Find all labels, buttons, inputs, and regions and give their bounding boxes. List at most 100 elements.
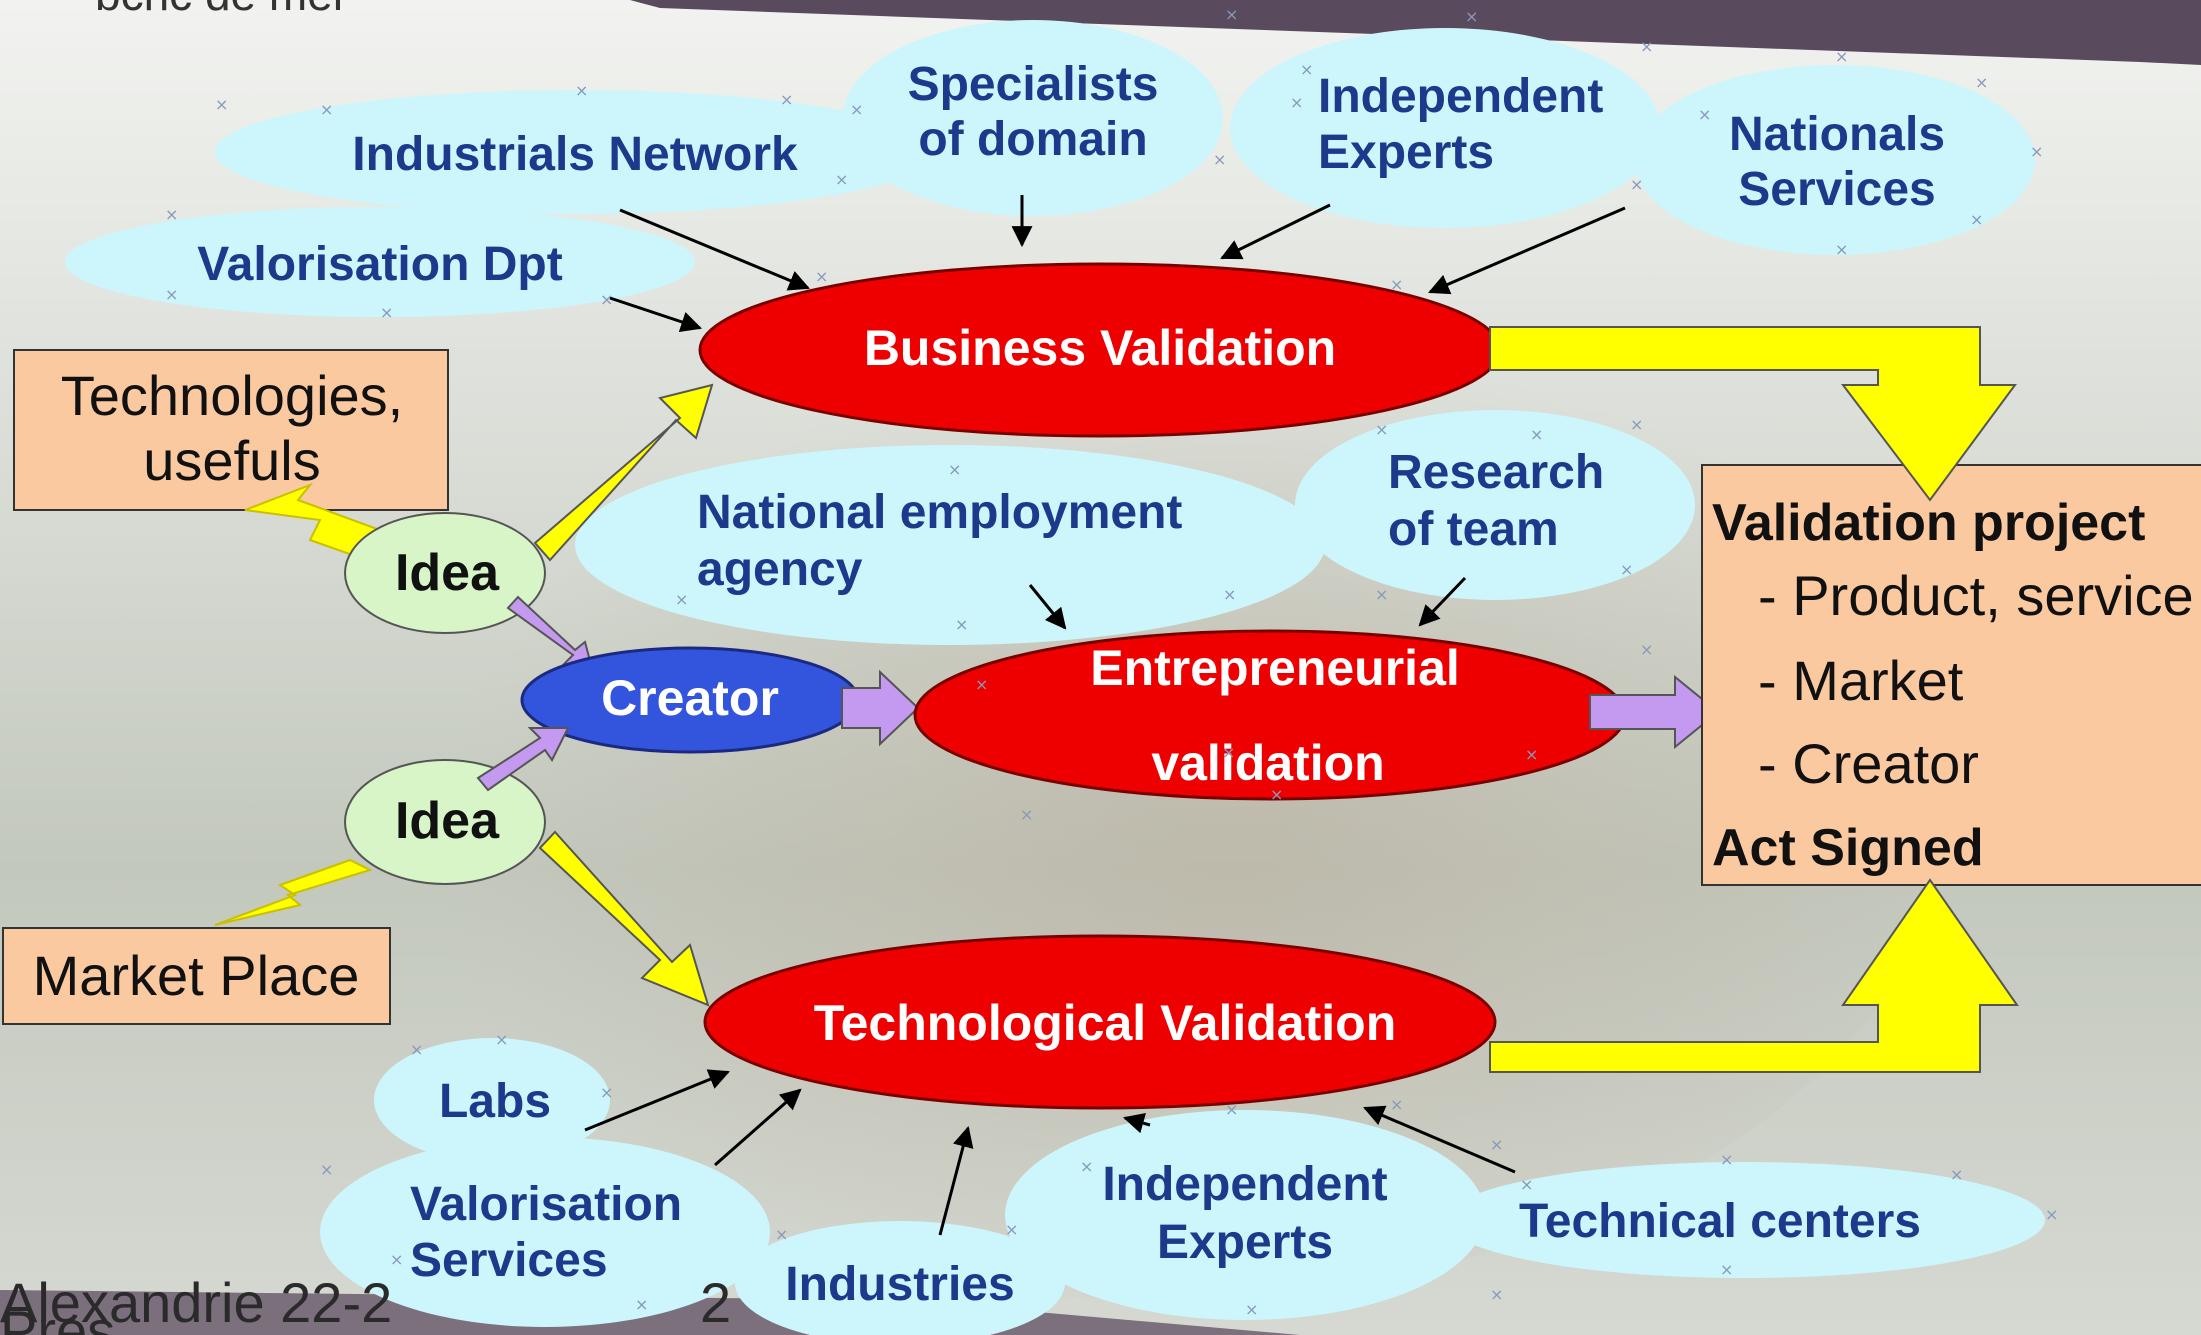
- business-validation-label: Business Validation: [864, 320, 1336, 376]
- edit-marker: ×: [390, 1250, 403, 1269]
- edit-marker: ×: [1520, 1175, 1533, 1194]
- edit-marker: ×: [320, 1160, 333, 1179]
- idea-top-label: Idea: [395, 544, 500, 602]
- national-employment-label-1: National employment: [697, 486, 1182, 539]
- technical-centers-label: Technical centers: [1519, 1195, 1921, 1248]
- technologies-box: [13, 349, 449, 511]
- edit-marker: ×: [215, 95, 228, 114]
- edit-marker: ×: [1225, 5, 1238, 24]
- arrow-nationals-to-business: [1428, 206, 1626, 295]
- edit-marker: ×: [775, 1225, 788, 1244]
- violet-arrow-idea-bottom-to-creator: [476, 727, 570, 792]
- edit-marker: ×: [1630, 415, 1643, 434]
- edit-marker: ×: [1390, 1095, 1403, 1114]
- edit-marker: ×: [1530, 425, 1543, 444]
- cloud-technical-centers: [1445, 1162, 2045, 1278]
- edit-marker: ×: [165, 285, 178, 304]
- edit-marker: ×: [1375, 585, 1388, 604]
- edit-marker: ×: [1620, 560, 1633, 579]
- arrow-labs-to-technological: [584, 1069, 730, 1132]
- edit-marker: ×: [165, 205, 178, 224]
- lightning-bolt-bottom: [214, 858, 373, 926]
- arrow-valorisation-to-business: [609, 296, 702, 332]
- edit-marker: ×: [2045, 1205, 2058, 1224]
- edit-marker: ×: [1375, 420, 1388, 439]
- industrials-network-label: Industrials Network: [352, 128, 798, 181]
- research-team-label-1: Research: [1388, 446, 1604, 499]
- edit-marker: ×: [1020, 805, 1033, 824]
- yellow-arrow-idea-to-business: [533, 383, 714, 562]
- edit-marker: ×: [2030, 142, 2043, 161]
- edit-marker: ×: [320, 100, 333, 119]
- edit-marker: ×: [1490, 1285, 1503, 1304]
- edit-marker: ×: [1222, 743, 1235, 762]
- independent-experts-top-label-2: Experts: [1318, 126, 1494, 179]
- cloud-research-team: [1295, 410, 1695, 600]
- edit-marker: ×: [600, 290, 613, 309]
- edit-marker: ×: [975, 675, 988, 694]
- market-place-box: [2, 927, 391, 1025]
- validation-item-product: - Product, service: [1758, 564, 2194, 627]
- cloud-labs: [374, 1038, 610, 1162]
- validation-project-box: [1701, 464, 2201, 886]
- edit-marker: ×: [600, 1083, 613, 1102]
- edit-marker: ×: [575, 81, 588, 100]
- edit-marker: ×: [1835, 47, 1848, 66]
- arrow-technical-to-technological: [1363, 1105, 1516, 1174]
- cloud-valorisation-dpt: [65, 207, 695, 317]
- entrepreneurial-label-2: validation: [1151, 735, 1384, 791]
- edit-marker: ×: [1465, 7, 1478, 26]
- edit-marker: ×: [1300, 60, 1313, 79]
- edit-marker: ×: [1525, 745, 1538, 764]
- valorisation-services-label-2: Services: [410, 1234, 608, 1287]
- edit-marker: ×: [410, 1040, 423, 1059]
- edit-marker: ×: [1698, 105, 1711, 124]
- edit-marker: ×: [1640, 37, 1653, 56]
- edit-marker: ×: [780, 90, 793, 109]
- edit-marker: ×: [815, 267, 828, 286]
- edit-marker: ×: [835, 170, 848, 189]
- edit-marker: ×: [1720, 1260, 1733, 1279]
- edit-marker: ×: [1005, 1220, 1018, 1239]
- edit-marker: ×: [1080, 1157, 1093, 1176]
- independent-experts-bottom-label-2: Experts: [1157, 1216, 1333, 1269]
- research-team-label-2: of team: [1388, 503, 1559, 556]
- validation-project-title: Validation project: [1712, 494, 2145, 552]
- national-employment-label-2: agency: [697, 543, 863, 596]
- edit-marker: ×: [1720, 1150, 1733, 1169]
- idea-top-ellipse: [344, 512, 546, 634]
- specialists-label-1: Specialists: [908, 58, 1159, 111]
- cloud-independent-experts-top: [1230, 28, 1660, 228]
- entrepreneurial-label-1: Entrepreneurial: [1090, 640, 1460, 696]
- arrow-employment-to-entrepreneurial: [1028, 584, 1067, 630]
- valorisation-services-label-1: Valorisation: [410, 1178, 682, 1231]
- edit-marker: ×: [635, 1295, 648, 1314]
- edit-marker: ×: [1640, 640, 1653, 659]
- edit-marker: ×: [1975, 73, 1988, 92]
- edit-marker: ×: [1950, 1165, 1963, 1184]
- yellow-arrow-idea-to-technological: [538, 830, 710, 1007]
- cloud-valorisation-services: [320, 1137, 770, 1327]
- edit-marker: ×: [1630, 175, 1643, 194]
- footer-location-suffix: 2: [700, 1271, 731, 1334]
- technological-validation-label: Technological Validation: [814, 995, 1397, 1051]
- act-signed-label: Act Signed: [1712, 819, 1984, 877]
- violet-arrow-creator-to-entrepreneurial: [841, 669, 920, 747]
- edit-marker: ×: [380, 303, 393, 322]
- footer-location: Alexandrie 22-2: [0, 1271, 392, 1334]
- independent-experts-top-label-1: Independent: [1318, 70, 1603, 123]
- market-place-label: Market Place: [33, 944, 360, 1007]
- technologies-label-1: Technologies,: [61, 364, 403, 427]
- footer-presenter-fragment: Pres...: [0, 1299, 162, 1335]
- arrow-industrials-to-business: [619, 208, 810, 291]
- nationals-services-label-2: Services: [1738, 163, 1936, 216]
- edit-marker: ×: [1225, 1100, 1238, 1119]
- labs-label: Labs: [439, 1075, 551, 1128]
- cloud-national-employment: [575, 445, 1325, 645]
- cloud-industrials-network: [215, 90, 935, 214]
- edit-marker: ×: [850, 100, 863, 119]
- arrow-experts-to-business: [1220, 203, 1331, 260]
- idea-bottom-label: Idea: [395, 792, 500, 850]
- technologies-label-2: usefuls: [143, 429, 320, 492]
